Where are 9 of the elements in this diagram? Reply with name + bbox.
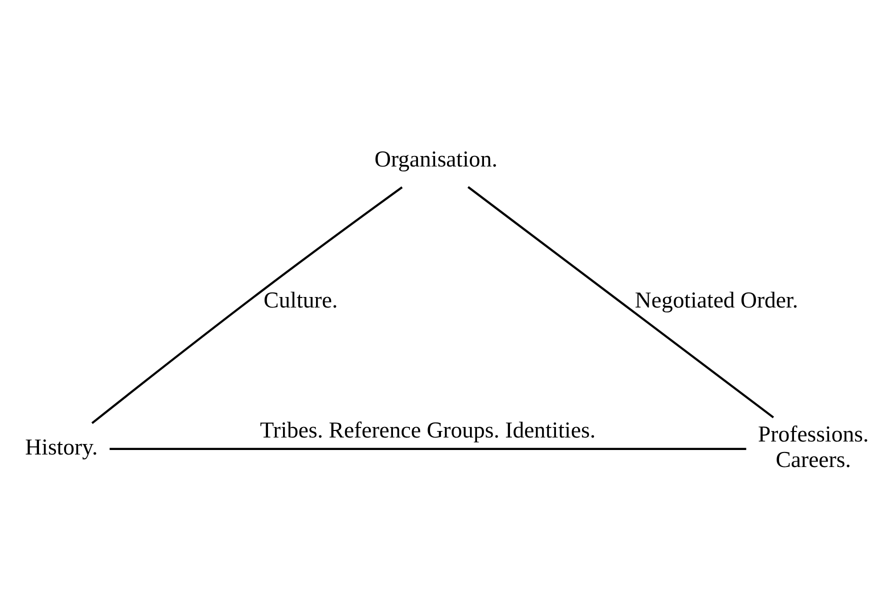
node-text: Organisation. <box>374 146 498 172</box>
connector <box>91 186 403 424</box>
node-text: Professions. Careers. <box>758 422 869 472</box>
edge-label: Culture. <box>264 288 338 313</box>
connector <box>467 186 774 418</box>
edge-label: Tribes. Reference Groups. Identities. <box>260 417 596 442</box>
connector <box>110 448 746 450</box>
node-text: History. <box>25 434 98 460</box>
edge-label: Negotiated Order. <box>634 288 798 313</box>
